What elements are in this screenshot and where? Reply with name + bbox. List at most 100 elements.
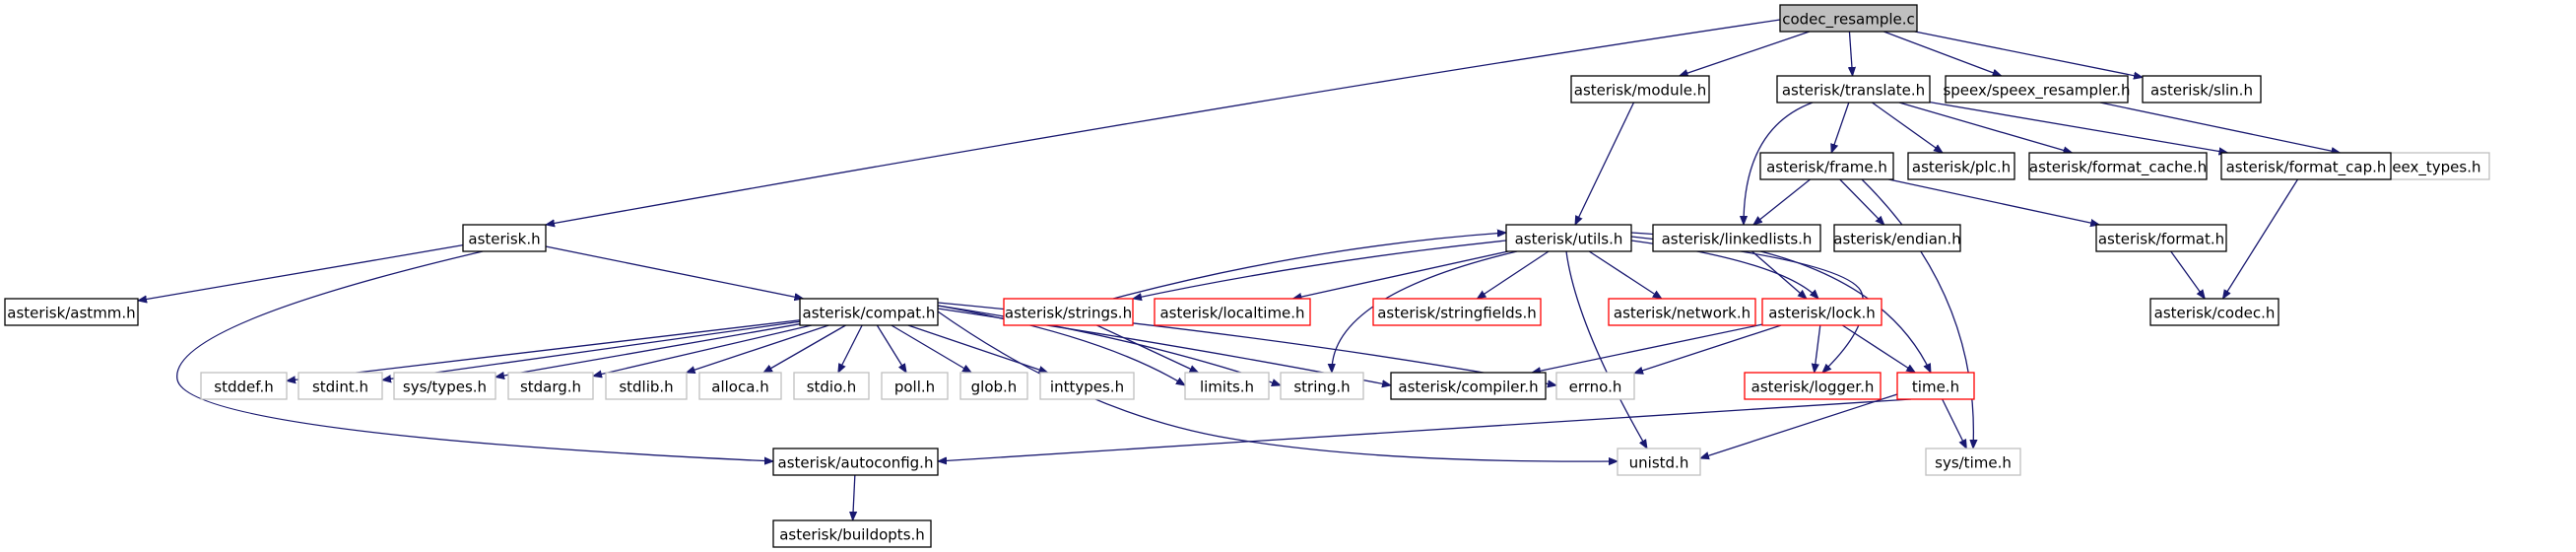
node-label: asterisk/network.h: [1614, 305, 1750, 322]
node-label: glob.h: [971, 379, 1018, 396]
node-box: [1945, 75, 2129, 104]
node-label: asterisk/localtime.h: [1159, 305, 1304, 322]
edge-lock-to-errno: [1634, 324, 1782, 374]
node-codec[interactable]: asterisk/codec.h: [2149, 298, 2279, 326]
node-errno: errno.h: [1555, 372, 1635, 400]
node-compat[interactable]: asterisk/compat.h: [799, 298, 939, 326]
node-endian[interactable]: asterisk/endian.h: [1833, 224, 1961, 252]
node-time[interactable]: time.h: [1896, 372, 1975, 400]
node-box: [1896, 372, 1975, 400]
node-label: asterisk/stringfields.h: [1377, 305, 1537, 322]
edge-codec_resample-to-translate: [1849, 31, 1852, 76]
node-module[interactable]: asterisk/module.h: [1570, 75, 1710, 104]
node-utils[interactable]: asterisk/utils.h: [1505, 224, 1632, 252]
node-stringfields[interactable]: asterisk/stringfields.h: [1372, 298, 1542, 326]
node-box: [2142, 75, 2262, 104]
edge-frame-to-format: [1888, 178, 2099, 225]
node-format-cap[interactable]: asterisk/format_cap.h: [2220, 152, 2392, 180]
node-box: [2095, 224, 2227, 252]
node-label: codec_resample.c: [1782, 11, 1915, 30]
node-box: [1744, 372, 1882, 400]
node-box: [393, 372, 496, 400]
edge-translate-to-format_cap: [1929, 102, 2227, 153]
node-frame[interactable]: asterisk/frame.h: [1759, 152, 1894, 180]
node-box: [2028, 152, 2208, 180]
node-asterisk-h[interactable]: asterisk.h: [462, 224, 547, 252]
node-linkedlists[interactable]: asterisk/linkedlists.h: [1652, 224, 1821, 252]
node-label: inttypes.h: [1050, 379, 1124, 396]
node-label: stdarg.h: [520, 379, 581, 396]
node-label: asterisk/compat.h: [803, 305, 936, 322]
node-label: asterisk/linkedlists.h: [1662, 231, 1813, 248]
edge-codec_resample-to-speex_resampler: [1883, 31, 2001, 76]
node-box: [1925, 448, 2021, 476]
node-label: speex/speex_resampler.h: [1943, 82, 2130, 101]
node-slin[interactable]: asterisk/slin.h: [2142, 75, 2262, 104]
node-box: [793, 372, 870, 400]
edge-compat-to-poll: [876, 324, 906, 373]
edge-lock-to-time: [1841, 324, 1915, 373]
node-label: asterisk/logger.h: [1751, 379, 1875, 396]
node-label: stdlib.h: [619, 379, 673, 396]
edge-time-to-systime: [1942, 398, 1967, 448]
node-logger[interactable]: asterisk/logger.h: [1744, 372, 1882, 400]
node-stdio: stdio.h: [793, 372, 870, 400]
node-label: asterisk/buildopts.h: [779, 526, 925, 544]
node-label: asterisk/format.h: [2098, 231, 2224, 248]
edge-frame-to-linkedlists: [1753, 178, 1811, 225]
node-box: [1779, 4, 1918, 33]
node-speex-resampler[interactable]: speex/speex_resampler.h: [1943, 75, 2131, 104]
node-box: [1759, 152, 1894, 180]
node-box: [1608, 298, 1756, 326]
node-label: alloca.h: [711, 379, 768, 396]
node-autoconfig[interactable]: asterisk/autoconfig.h: [772, 448, 939, 476]
edge-layer: [138, 19, 2341, 520]
node-stddef: stddef.h: [200, 372, 288, 400]
node-box: [507, 372, 594, 400]
edge-translate-to-plc: [1872, 102, 1943, 153]
node-label: asterisk/format_cache.h: [2029, 159, 2207, 177]
node-strings[interactable]: asterisk/strings.h: [1003, 298, 1134, 326]
node-box: [1570, 75, 1710, 104]
edge-autoconfig-to-buildopts: [853, 474, 855, 520]
node-string: string.h: [1280, 372, 1364, 400]
node-stdlib: stdlib.h: [605, 372, 688, 400]
edge-frame-to-endian: [1839, 178, 1884, 225]
node-box: [1039, 372, 1135, 400]
edge-translate-to-linkedlists: [1744, 102, 1814, 225]
node-lock[interactable]: asterisk/lock.h: [1761, 298, 1882, 326]
node-inttypes: inttypes.h: [1039, 372, 1135, 400]
edge-strings-to-limits: [1096, 324, 1198, 374]
node-network[interactable]: asterisk/network.h: [1608, 298, 1756, 326]
node-box: [462, 224, 547, 252]
edge-compat-to-stdlib: [687, 324, 829, 373]
edge-translate-to-format_cache: [1898, 102, 2073, 153]
edge-compat-to-systypes: [495, 323, 801, 378]
edge-utils-to-strings: [1133, 240, 1507, 299]
node-localtime[interactable]: asterisk/localtime.h: [1154, 298, 1311, 326]
node-box: [1761, 298, 1882, 326]
node-label: stdio.h: [807, 379, 857, 396]
edge-compat-to-alloca: [763, 324, 846, 373]
node-layer: codec_resample.c asterisk/module.h asteris…: [4, 4, 2490, 548]
node-box: [698, 372, 782, 400]
node-translate[interactable]: asterisk/translate.h: [1776, 75, 1931, 104]
node-astmm[interactable]: asterisk/astmm.h: [4, 298, 139, 326]
node-format-cache[interactable]: asterisk/format_cache.h: [2028, 152, 2208, 180]
node-label: asterisk/astmm.h: [7, 305, 135, 322]
edge-translate-to-frame: [1831, 102, 1850, 153]
node-poll: poll.h: [881, 372, 949, 400]
node-box: [1652, 224, 1821, 252]
node-box: [772, 448, 939, 476]
node-label: string.h: [1293, 379, 1350, 396]
node-plc[interactable]: asterisk/plc.h: [1907, 152, 2015, 180]
node-box: [1907, 152, 2015, 180]
edge-utils-to-network: [1588, 250, 1662, 299]
node-buildopts[interactable]: asterisk/buildopts.h: [772, 519, 932, 548]
node-label: asterisk/autoconfig.h: [778, 454, 934, 472]
node-compiler[interactable]: asterisk/compiler.h: [1390, 372, 1547, 400]
node-format[interactable]: asterisk/format.h: [2095, 224, 2227, 252]
node-box: [1555, 372, 1635, 400]
node-systime: sys/time.h: [1925, 448, 2021, 476]
